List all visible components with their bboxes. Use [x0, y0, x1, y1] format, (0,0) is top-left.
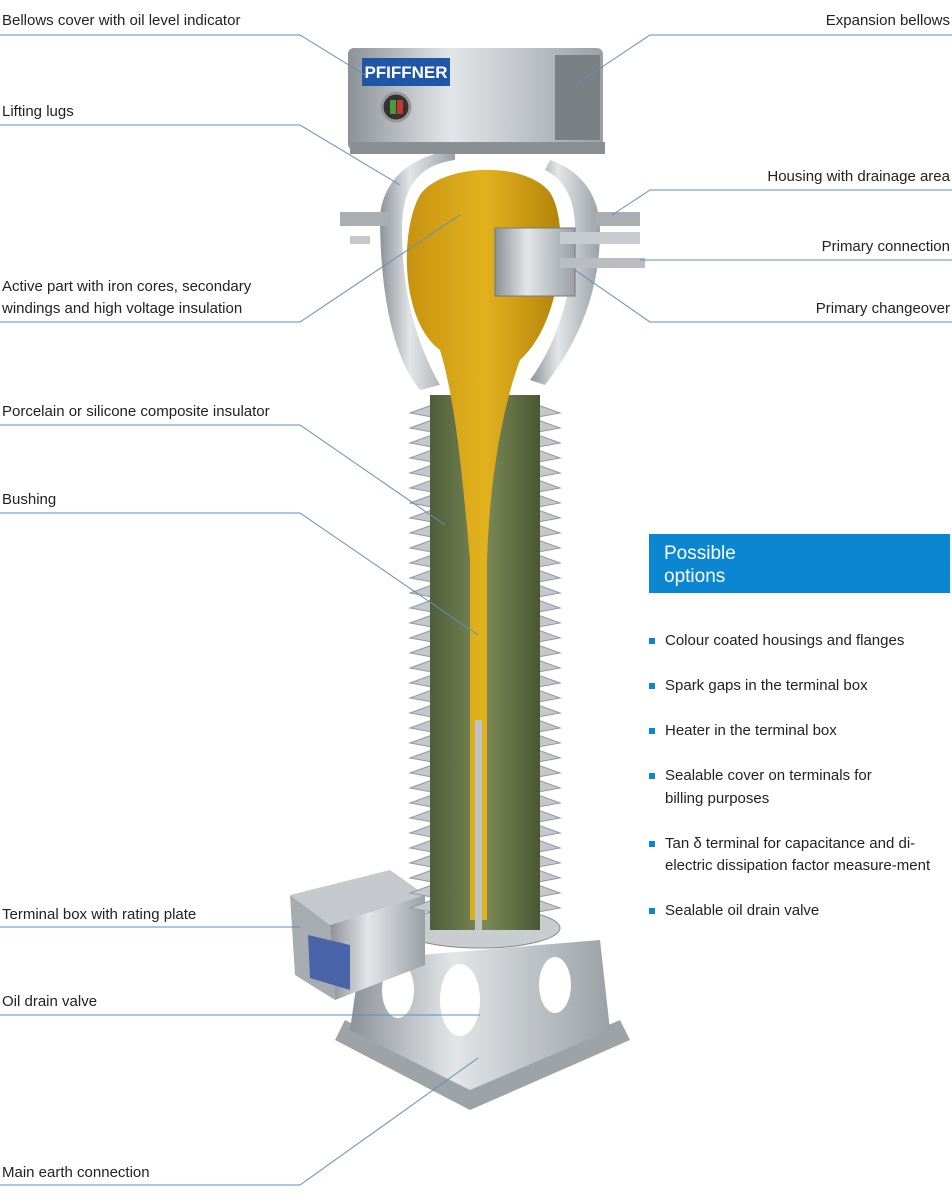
options-heading: Possible options	[649, 534, 950, 593]
pfiffner-logo	[362, 58, 450, 86]
callout-active-part-line2: windings and high voltage insulation	[2, 300, 243, 317]
callout-bushing: Bushing	[2, 491, 57, 508]
housing	[340, 150, 640, 390]
options-list: Colour coated housings and flanges Spark…	[649, 630, 949, 945]
callout-earth: Main earth connection	[2, 1164, 150, 1181]
callout-oil-drain: Oil drain valve	[2, 993, 98, 1010]
options-title-line1: Possible	[664, 543, 736, 564]
option-item: Spark gaps in the terminal box	[649, 675, 949, 698]
option-item: Colour coated housings and flanges	[649, 630, 949, 653]
callout-primary-changeover: Primary changeover	[815, 300, 950, 317]
callout-housing: Housing with drainage area	[767, 168, 950, 185]
bullet-icon	[649, 728, 655, 734]
logo-text: PFIFFNER	[364, 63, 447, 82]
option-text: Sealable cover on terminals for billing …	[665, 767, 872, 807]
bullet-icon	[649, 840, 655, 847]
active-part-body	[406, 169, 561, 920]
callout-active-part: Active part with iron cores, secondary	[2, 278, 252, 295]
option-text: Sealable oil drain valve	[665, 902, 820, 919]
option-item: Tan δ terminal for capacitance and di-el…	[649, 833, 952, 878]
option-text: Colour coated housings and flanges	[665, 632, 905, 649]
bullet-icon	[649, 908, 655, 914]
callout-primary-connection: Primary connection	[821, 238, 950, 255]
bushing-conductor	[475, 720, 482, 930]
callout-insulator: Porcelain or silicone composite insulato…	[2, 403, 270, 420]
option-text: Heater in the terminal box	[665, 722, 837, 739]
option-item: Sealable cover on terminals for billing …	[649, 765, 905, 810]
callout-lifting-lugs: Lifting lugs	[2, 103, 74, 120]
option-item: Heater in the terminal box	[649, 720, 949, 743]
bullet-icon	[649, 773, 655, 779]
option-text: Spark gaps in the terminal box	[665, 677, 868, 694]
option-text: Tan δ terminal for capacitance and di-el…	[665, 834, 931, 875]
callout-terminal-box: Terminal box with rating plate	[2, 906, 197, 923]
bullet-icon	[649, 638, 655, 644]
primary-connection	[494, 227, 645, 297]
bellows-cover: PFIFFNER	[348, 48, 605, 154]
bullet-icon	[649, 683, 655, 689]
options-title-line2: options	[664, 566, 726, 587]
callout-bellows-cover: Bellows cover with oil level indicator	[2, 12, 241, 29]
terminal-box	[290, 870, 425, 1000]
callout-lines	[0, 34, 952, 1186]
callout-expansion-bellows: Expansion bellows	[825, 12, 950, 29]
option-item: Sealable oil drain valve	[649, 900, 949, 923]
